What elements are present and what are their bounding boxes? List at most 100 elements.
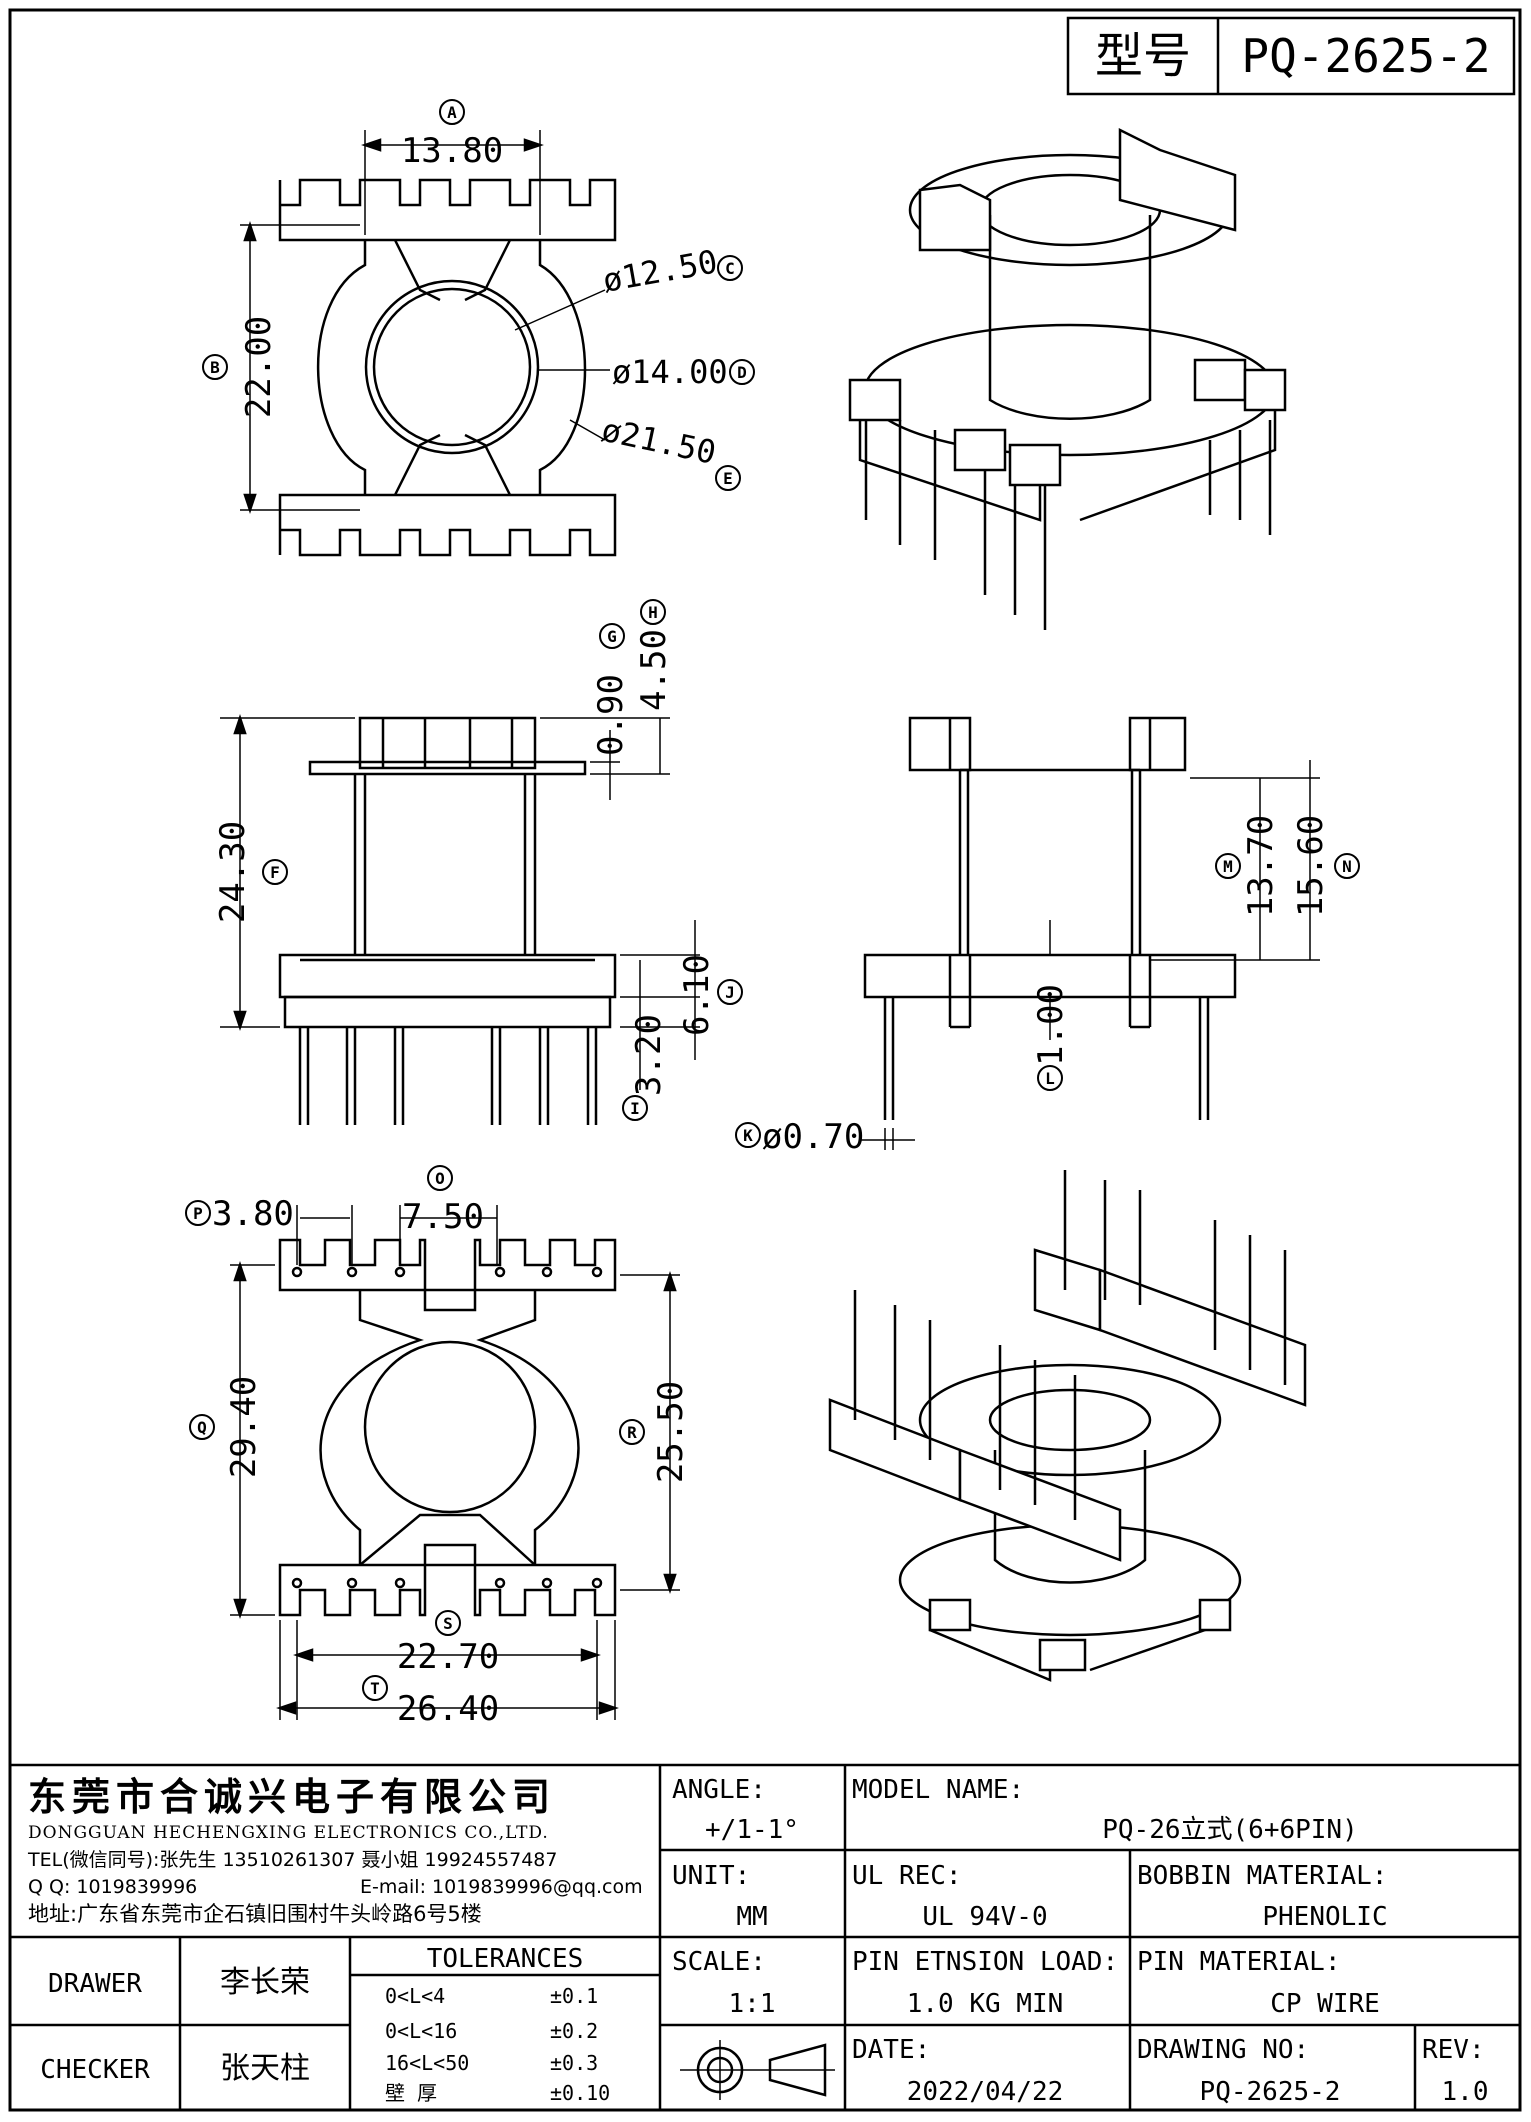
- company-email: E-mail: 1019839996@qq.com: [360, 1876, 643, 1898]
- dim-E-value: ø21.50: [598, 411, 719, 472]
- dim-Q-letter: Q: [197, 1418, 207, 1437]
- unit-label: UNIT:: [672, 1861, 750, 1891]
- dim-G-value: 0.90: [591, 674, 631, 756]
- angle-value: +/1-1°: [705, 1815, 799, 1845]
- tolerance-value-3: ±0.3: [550, 2051, 598, 2075]
- tolerance-range-3: 16<L<50: [385, 2051, 469, 2075]
- dim-T-value: 26.40: [397, 1689, 499, 1729]
- dim-O: O 7.50: [402, 1165, 484, 1237]
- dim-H-value: 4.50: [634, 629, 674, 711]
- dim-B: B 22.00: [202, 316, 279, 418]
- sheet-border: [8, 8, 1522, 2112]
- dim-D-value: ø14.00: [612, 353, 728, 391]
- tolerance-range-4: 壁 厚: [385, 2081, 437, 2105]
- dim-I-letter: I: [630, 1099, 640, 1118]
- dim-N-letter: N: [1342, 857, 1352, 876]
- dim-K-letter: K: [743, 1126, 753, 1145]
- dim-L-value: 1.00: [1031, 984, 1071, 1066]
- dim-A-value: 13.80: [401, 131, 503, 171]
- dim-A: A 13.80: [401, 99, 503, 171]
- dim-P: P 3.80: [185, 1194, 294, 1234]
- bobbin-material-value: PHENOLIC: [1262, 1902, 1387, 1932]
- dim-J-letter: J: [725, 983, 735, 1002]
- dim-Q: Q 29.40: [189, 1376, 264, 1478]
- dim-R-letter: R: [627, 1423, 637, 1442]
- dim-C-value: ø12.50: [600, 242, 720, 299]
- company-qq: Q Q: 1019839996: [28, 1876, 197, 1898]
- dim-M-value: 13.70: [1241, 815, 1281, 917]
- header-label: 型号: [1095, 28, 1191, 84]
- rev-value: 1.0: [1442, 2077, 1489, 2107]
- dim-K-value: ø0.70: [762, 1117, 864, 1157]
- company-name-en: DONGGUAN HECHENGXING ELECTRONICS CO.,LTD…: [28, 1823, 549, 1843]
- side-view-right: [860, 716, 1320, 1150]
- dim-M-letter: M: [1223, 857, 1233, 876]
- header-model-number: PQ-2625-2: [1241, 29, 1490, 83]
- dim-F-letter: F: [270, 863, 280, 882]
- dim-I: 3.20 I: [622, 1014, 669, 1121]
- dim-J-value: 6.10: [677, 954, 717, 1036]
- dim-P-value: 3.80: [212, 1194, 294, 1234]
- dim-J: 6.10 J: [677, 954, 743, 1036]
- side-view-left: [220, 714, 700, 1125]
- bobbin-material-label: BOBBIN MATERIAL:: [1137, 1861, 1387, 1891]
- model-label: MODEL NAME:: [852, 1775, 1024, 1805]
- scale-label: SCALE:: [672, 1947, 766, 1977]
- dim-N-value: 15.60: [1291, 815, 1331, 917]
- dim-H: H 4.50: [634, 599, 674, 711]
- dim-E-letter: E: [723, 469, 733, 488]
- scale-value: 1:1: [729, 1989, 776, 2019]
- dim-N: 15.60 N: [1291, 815, 1360, 917]
- header-model-box: 型号 PQ-2625-2: [1066, 16, 1516, 96]
- dim-G-letter: G: [607, 627, 617, 646]
- date-value: 2022/04/22: [907, 2077, 1064, 2107]
- dim-B-value: 22.00: [239, 316, 279, 418]
- dim-D: ø14.00 D: [612, 353, 755, 391]
- company-tel: TEL(微信同号):张先生 13510261307 聂小姐 1992455748…: [27, 1849, 558, 1871]
- dim-R-value: 25.50: [651, 1381, 691, 1483]
- dim-C: ø12.50 C: [600, 242, 743, 300]
- iso-view-top: [848, 127, 1287, 630]
- drawing-no-value: PQ-2625-2: [1200, 2077, 1341, 2107]
- dim-S-letter: S: [443, 1614, 453, 1633]
- dim-F-value: 24.30: [213, 821, 253, 923]
- dim-L-letter: L: [1045, 1069, 1055, 1088]
- dim-L: 1.00 L: [1031, 984, 1071, 1091]
- title-block-fields: ANGLE: +/1-1° MODEL NAME: PQ-26立式(6+6PIN…: [40, 1775, 1488, 2107]
- tolerance-value-1: ±0.1: [550, 1984, 598, 2008]
- drawer-value: 李长荣: [220, 1965, 310, 2000]
- tolerance-range-1: 0<L<4: [385, 1984, 445, 2008]
- drawer-label: DRAWER: [48, 1969, 142, 1999]
- dim-T: T 26.40: [362, 1675, 499, 1729]
- checker-value: 张天柱: [220, 2051, 310, 2086]
- unit-value: MM: [736, 1902, 767, 1932]
- dim-A-letter: A: [447, 103, 457, 122]
- dim-H-letter: H: [648, 603, 658, 622]
- top-view: [240, 130, 617, 557]
- iso-view-bottom: [828, 1170, 1307, 1682]
- bottom-view: [230, 1205, 680, 1720]
- dim-O-letter: O: [435, 1169, 445, 1188]
- rev-label: REV:: [1422, 2035, 1485, 2065]
- dim-I-value: 3.20: [629, 1014, 669, 1096]
- dim-O-value: 7.50: [402, 1197, 484, 1237]
- ul-label: UL REC:: [852, 1861, 962, 1891]
- dim-Q-value: 29.40: [224, 1376, 264, 1478]
- checker-label: CHECKER: [40, 2055, 150, 2085]
- date-label: DATE:: [852, 2035, 930, 2065]
- company-name-cn: 东莞市合诚兴电子有限公司: [28, 1774, 556, 1819]
- company-address: 地址:广东省东莞市企石镇旧围村牛头岭路6号5楼: [28, 1902, 482, 1926]
- pin-material-value: CP WIRE: [1270, 1989, 1380, 2019]
- title-block: [10, 1763, 1520, 2110]
- dim-D-letter: D: [737, 363, 747, 382]
- tolerances-label: TOLERANCES: [427, 1944, 584, 1974]
- dim-F: 24.30 F: [213, 821, 288, 923]
- tolerance-value-4: ±0.10: [550, 2081, 610, 2105]
- dim-S: S 22.70: [397, 1610, 499, 1677]
- dim-T-letter: T: [370, 1679, 380, 1698]
- dim-G: G 0.90: [591, 623, 631, 756]
- dim-S-value: 22.70: [397, 1637, 499, 1677]
- tolerance-value-2: ±0.2: [550, 2019, 598, 2043]
- model-value: PQ-26立式(6+6PIN): [1102, 1815, 1358, 1845]
